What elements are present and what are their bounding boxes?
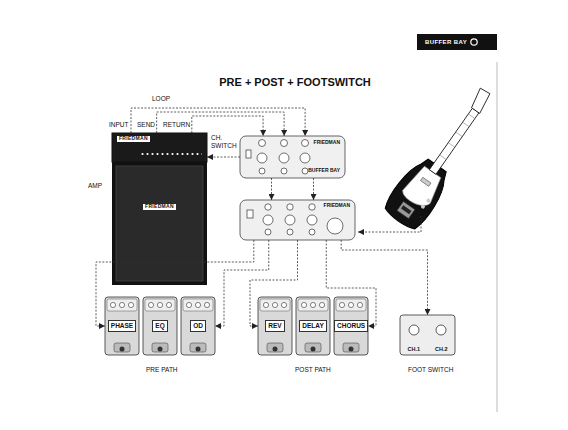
node-text: PHASE: [108, 320, 136, 331]
pedal: PHASE: [105, 297, 139, 355]
signal-cable: [131, 108, 305, 136]
node-text: FRIEDMAN: [117, 136, 150, 142]
label-slot: FOOT SWITCH: [408, 366, 453, 374]
amp-cabinet-body: [112, 162, 207, 285]
pedal: DELAY: [296, 297, 330, 355]
guitar: [381, 80, 506, 233]
amp-cabinet: FRIEDMAN: [112, 162, 207, 285]
label-slot: INPUT: [109, 121, 129, 129]
amp-knob-row: [140, 152, 202, 156]
pedal: EQ: [143, 297, 177, 355]
footswitch-body: [400, 315, 455, 355]
node-text: FRIEDMAN: [143, 204, 176, 210]
node-text: BUFFER BAY: [308, 168, 340, 174]
buffer-unit-controls: [247, 204, 343, 235]
label-text: SEND: [137, 121, 155, 129]
buffer-unit: FRIEDMAN: [240, 200, 355, 240]
node-text: FRIEDMAN: [324, 203, 350, 209]
signal-cable: [250, 240, 298, 326]
node-text: FRIEDMAN: [314, 140, 340, 146]
buffer-unit: FRIEDMAN BUFFER BAY: [240, 136, 345, 178]
pedal: CHORUS: [334, 297, 368, 355]
pedal: OD: [181, 297, 215, 355]
cabinet-grille: [116, 166, 203, 281]
node-text: CH.1: [407, 346, 420, 352]
footswitch-button: [409, 325, 419, 335]
buffer-unit-controls: [246, 140, 310, 175]
label-slot: POST PATH: [295, 366, 331, 374]
buffer-unit-body: [240, 200, 355, 240]
signal-cable: [326, 240, 376, 326]
label-slot: RETURN: [163, 121, 190, 129]
label-slot: LOOP: [152, 95, 170, 103]
label-text: AMP: [88, 182, 102, 190]
node-text: CH.2: [435, 346, 448, 352]
label-text: INPUT: [109, 121, 129, 129]
signal-cable: [157, 112, 284, 136]
diagram-title: PRE + POST + FOOTSWITCH: [190, 76, 400, 89]
pedal-bodies: [105, 297, 368, 355]
label-slot: PRE PATH: [146, 366, 178, 374]
label-text: RETURN: [163, 121, 190, 129]
footswitch-button: [436, 325, 446, 335]
logo-icon: [471, 39, 477, 45]
signal-cable: [271, 178, 272, 200]
node-text: DELAY: [299, 320, 326, 331]
amp-head: FRIEDMAN: [112, 133, 207, 162]
signal-cable: [215, 240, 269, 326]
pedal: REV: [258, 297, 292, 355]
node-text: EQ: [152, 320, 167, 331]
footswitch: CH.1 CH.2: [400, 315, 455, 355]
signal-cable: [341, 240, 427, 315]
label-text: FOOT SWITCH: [408, 366, 453, 374]
label-slot: AMP: [88, 182, 102, 190]
label-slot: CH. SWITCH: [211, 134, 239, 150]
guitar-cable: [358, 216, 421, 232]
signal-cable: [192, 116, 263, 136]
label-slot: SEND: [137, 121, 155, 129]
title-slot: PRE + POST + FOOTSWITCH: [190, 76, 400, 89]
signal-cable: [313, 178, 314, 200]
label-text: LOOP: [152, 95, 170, 103]
label-slot: BUFFER BAY: [425, 39, 467, 46]
label-text: PRE PATH: [146, 366, 178, 374]
page-rule: [497, 62, 498, 412]
signal-cable: [207, 157, 240, 158]
node-text: CHORUS: [334, 320, 368, 331]
signal-cable: [96, 240, 254, 326]
buffer-unit-body: [240, 136, 345, 178]
logo-bar: [417, 34, 497, 50]
amp-head-body: [112, 133, 207, 162]
node-text: OD: [190, 320, 206, 331]
label-text: CH. SWITCH: [211, 134, 239, 150]
label-text: POST PATH: [295, 366, 331, 374]
label-text: BUFFER BAY: [425, 39, 467, 46]
node-text: REV: [265, 320, 284, 331]
